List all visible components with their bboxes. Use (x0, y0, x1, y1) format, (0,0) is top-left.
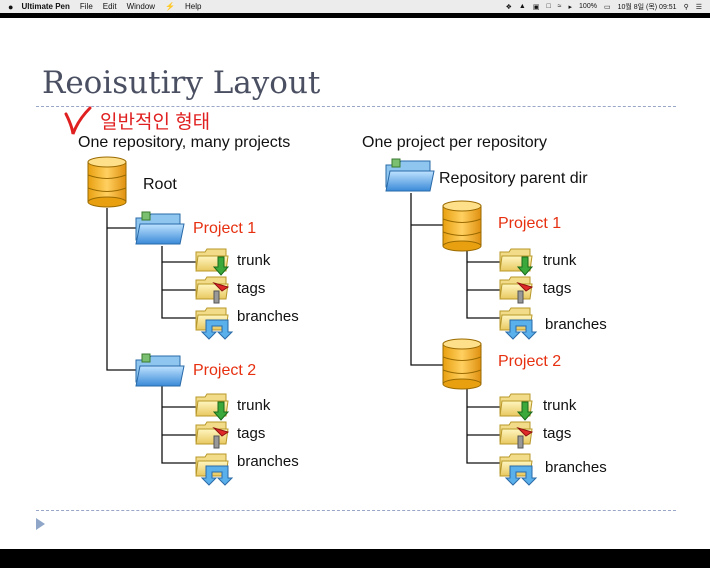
left-p2-branches-icon (196, 454, 232, 485)
right-p1-branches-icon (500, 308, 536, 339)
status-area: ❖ ▲ ▣ □ ≈ ▸ 100% ▭ 10월 8일 (목) 09:51 ⚲ ☰ (506, 0, 702, 13)
right-p1-tags-icon (500, 277, 532, 303)
slide-canvas: Reoisutiry Layout 일반적인 형태 One repository… (0, 18, 710, 549)
menu-help[interactable]: Help (185, 2, 202, 11)
right-p2-trunk: trunk (543, 397, 577, 414)
parent-dir-label: Repository parent dir (439, 170, 588, 187)
left-p2-tags-icon (196, 422, 228, 448)
bottom-bar (0, 549, 710, 568)
left-p1-branches: branches (237, 308, 299, 325)
menu-window[interactable]: Window (126, 2, 156, 11)
right-project-1-database-icon (442, 200, 482, 252)
left-p1-branches-icon (196, 308, 232, 339)
toolbar-strip (0, 13, 710, 18)
slide-title: Reoisutiry Layout (42, 65, 321, 101)
window-icon[interactable]: ▣ (532, 3, 540, 11)
left-project-2-folder-icon (135, 353, 185, 387)
list-icon[interactable]: ☰ (695, 3, 702, 11)
square-icon[interactable]: □ (546, 3, 551, 10)
dropbox-icon[interactable]: ❖ (505, 3, 512, 11)
left-p2-trunk-icon (196, 394, 228, 420)
mountain-icon[interactable]: ▲ (518, 3, 526, 10)
tree-lines (106, 193, 500, 464)
left-p2-tags: tags (237, 425, 266, 442)
left-p2-branches: branches (237, 453, 299, 470)
left-p2-trunk: trunk (237, 397, 271, 414)
right-project-2-database-icon (442, 338, 482, 390)
battery-text[interactable]: 100% (579, 3, 597, 10)
right-project-1-label: Project 1 (498, 215, 562, 232)
right-p2-trunk-icon (500, 394, 532, 420)
parent-dir-folder-icon (385, 158, 435, 192)
left-project-1-folder-icon (135, 211, 185, 245)
left-p1-tags: tags (237, 280, 266, 297)
left-heading: One repository, many projects (78, 134, 291, 151)
wifi-icon[interactable]: ≈ (557, 3, 562, 10)
right-p1-trunk: trunk (543, 252, 577, 269)
lightning-icon[interactable]: ⚡ (165, 2, 176, 11)
handwritten-note: 일반적인 형태 (100, 112, 211, 133)
apple-icon[interactable]: ● (8, 1, 14, 12)
left-p1-trunk: trunk (237, 252, 271, 269)
right-p1-branches: branches (545, 316, 607, 333)
app-menu[interactable]: Ultimate Pen (21, 2, 70, 11)
menu-file[interactable]: File (79, 2, 93, 11)
root-database-icon (87, 156, 127, 208)
volume-icon[interactable]: ▸ (568, 3, 573, 11)
layout-diagram (87, 156, 710, 549)
root-label: Root (143, 176, 177, 193)
right-p2-tags: tags (543, 425, 572, 442)
menu-edit[interactable]: Edit (102, 2, 117, 11)
right-p1-trunk-icon (500, 249, 532, 275)
left-project-2-label: Project 2 (193, 362, 257, 379)
right-heading: One project per repository (362, 134, 547, 151)
right-project-2-label: Project 2 (498, 353, 562, 370)
right-p2-tags-icon (500, 422, 532, 448)
check-mark-icon (64, 106, 92, 135)
left-p1-trunk-icon (196, 249, 228, 275)
right-p2-branches-icon (500, 454, 536, 485)
left-p1-tags-icon (196, 277, 228, 303)
right-p1-tags: tags (543, 280, 572, 297)
title-separator (36, 106, 676, 107)
left-project-1-label: Project 1 (193, 220, 257, 237)
clock[interactable]: 10월 8일 (목) 09:51 (617, 3, 677, 11)
search-icon[interactable]: ⚲ (683, 3, 689, 11)
menu-bar: ● Ultimate Pen File Edit Window ⚡ Help ❖… (0, 0, 710, 13)
battery-icon[interactable]: ▭ (603, 3, 611, 11)
footer-separator (36, 510, 676, 511)
play-triangle-icon (36, 518, 45, 530)
right-p2-branches: branches (545, 459, 607, 476)
